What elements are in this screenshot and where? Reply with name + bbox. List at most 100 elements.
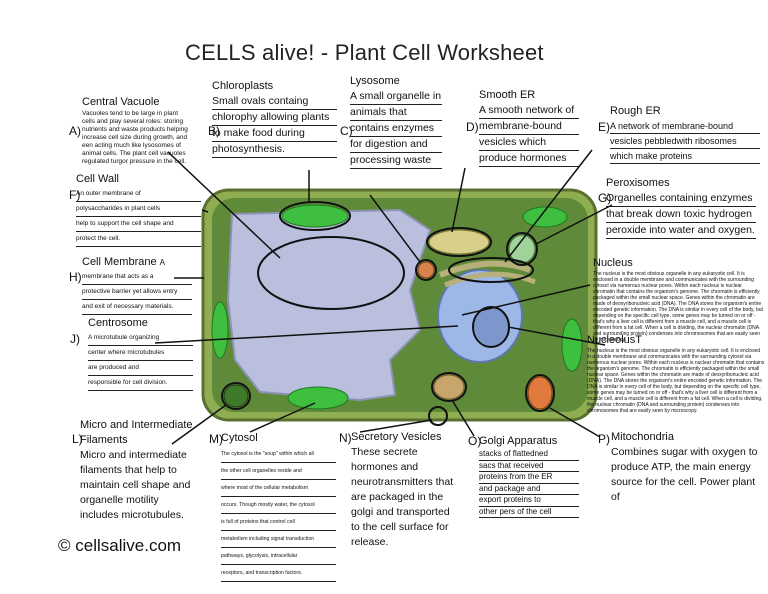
rough-er-line3: which make proteins — [610, 149, 760, 164]
cytosol-line1: The cytosol is the "soup" within which a… — [221, 446, 336, 463]
label-filaments: Micro and Intermediate Filaments Micro a… — [80, 418, 200, 523]
label-letter-h: H) — [69, 270, 82, 284]
centrosome-line2: center where microtubules — [88, 346, 193, 361]
smooth-er-line2: membrane-bound — [479, 119, 579, 135]
cell-wall-line3: help to support the cell shape and — [76, 217, 201, 232]
golgi-line2: sacs that received — [479, 461, 579, 472]
lysosome-line4: for digestion and — [350, 137, 442, 153]
label-cell-wall: Cell Wall An outer membrane of polysacch… — [76, 172, 201, 247]
peroxisomes-line1: Organelles containing enzymes — [606, 191, 756, 207]
filaments-heading-2: Filaments — [80, 434, 128, 446]
label-secretory-vesicles: Secretory Vesicles These secrete hormone… — [351, 430, 456, 550]
smooth-er-line3: vesicles which — [479, 135, 579, 151]
cell-membrane-line1: membrane that acts as a — [82, 270, 192, 285]
peroxisomes-heading: Peroxisomes — [606, 177, 670, 189]
nucleus-text: The nucleus is the most obvious organell… — [593, 271, 763, 343]
secretory-vesicles-line6: to the cell surface for — [351, 521, 449, 533]
secretory-vesicles-line5: golgi and transported — [351, 506, 450, 518]
filaments-heading: Micro and Intermediate — [80, 419, 193, 431]
cytosol-heading: Cytosol — [221, 432, 258, 444]
lysosome-line1: A small organelle in — [350, 89, 442, 105]
filaments-line3: maintain cell shape and — [80, 479, 191, 491]
chloroplasts-heading: Chloroplasts — [212, 80, 274, 92]
label-letter-b: B) — [208, 124, 220, 138]
golgi-line5: export proteins to — [479, 495, 579, 507]
page-title: CELLS alive! - Plant Cell Worksheet — [185, 40, 544, 65]
central-vacuole-text: Vacuoles tend to be large in plant cells… — [82, 110, 188, 165]
cytosol-line2: the other cell organelles reside and — [221, 463, 336, 480]
copyright: © cellsalive.com — [58, 536, 182, 555]
label-mitochondria: Mitochondria Combines sugar with oxygen … — [611, 430, 761, 505]
rough-er-line1: A network of membrane-bound — [610, 119, 760, 134]
lysosome-line5: processing waste — [350, 153, 442, 169]
cell-wall-line4: protect the cell. — [76, 232, 201, 247]
label-smooth-er: Smooth ER A smooth network of membrane-b… — [479, 88, 579, 167]
secretory-vesicles-line3: neurotransmitters that — [351, 476, 454, 488]
secretory-vesicles-line7: release. — [351, 536, 389, 548]
nucleus-heading: Nucleus — [593, 257, 633, 269]
golgi-line6: other pers of the cell — [479, 507, 579, 518]
mitochondria-line1: Combines sugar with oxygen to — [611, 446, 758, 458]
label-letter-m: M) — [209, 432, 223, 446]
cell-membrane-heading-text: Cell Membrane — [82, 256, 157, 268]
label-letter-n: N) — [339, 431, 352, 445]
label-rough-er: Rough ER A network of membrane-bound ves… — [610, 104, 760, 164]
golgi-line4: and package and — [479, 484, 579, 495]
central-vacuole-heading: Central Vacuole — [82, 96, 160, 108]
label-letter-o: O) — [468, 434, 482, 448]
label-golgi-apparatus: Golgi Apparatus stacks of flattedned sac… — [479, 434, 579, 518]
cell-membrane-heading: Cell Membrane A — [82, 255, 192, 270]
centrosome-line1: A microtubule organizing — [88, 331, 193, 346]
chloroplasts-line4: photosynthesis. — [212, 142, 337, 158]
secretory-vesicles-line2: hormones and — [351, 461, 419, 473]
nucleolus-text: The nucleus is the most obvious organell… — [587, 348, 765, 414]
secretory-vesicles-line1: These secrete — [351, 446, 418, 458]
rough-er-heading: Rough ER — [610, 105, 661, 117]
label-letter-c: C) — [340, 124, 353, 138]
lysosome-heading: Lysosome — [350, 75, 400, 87]
cell-membrane-heading-suffix: A — [159, 258, 165, 267]
label-letter-e: E) — [598, 120, 610, 134]
label-peroxisomes: Peroxisomes Organelles containing enzyme… — [606, 176, 756, 239]
peroxisomes-line2: that break down toxic hydrogen — [606, 207, 756, 223]
label-lysosome: Lysosome A small organelle in animals th… — [350, 74, 442, 169]
mitochondria-heading: Mitochondria — [611, 431, 674, 443]
filaments-line4: organelle motility — [80, 494, 159, 506]
cell-membrane-line3: and exit of necessary materials. — [82, 300, 192, 315]
golgi-heading: Golgi Apparatus — [479, 435, 558, 447]
label-letter-p: P) — [598, 432, 610, 446]
label-letter-j: J) — [70, 332, 80, 346]
filaments-line1: Micro and intermediate — [80, 449, 187, 461]
smooth-er-heading: Smooth ER — [479, 89, 536, 101]
cytosol-line6: metabolism including signal transduction — [221, 531, 336, 548]
rough-er-line2: vesicles pebbledwith ribosomes — [610, 134, 760, 149]
cell-wall-line2: polysaccharides in plant cells — [76, 202, 201, 217]
label-centrosome: Centrosome A microtubule organizing cent… — [88, 316, 193, 391]
label-nucleolus: NucleolusT The nucleus is the most obvio… — [587, 333, 765, 414]
mitochondria-line2: produce ATP, the main energy — [611, 461, 751, 473]
label-letter-l: L) — [72, 432, 83, 446]
nucleolus-heading: NucleolusT — [587, 334, 643, 346]
chloroplasts-line1: Small ovals containg — [212, 94, 337, 110]
cytosol-line3: where most of the cellular metabolism — [221, 480, 336, 497]
secretory-vesicles-line4: are packaged in the — [351, 491, 444, 503]
smooth-er-line1: A smooth network of — [479, 103, 579, 119]
cytosol-line7: pathways, glycolysis, intracellular — [221, 548, 336, 565]
cytosol-line4: occurs. Though mostly water, the cytosol — [221, 497, 336, 514]
smooth-er-line4: produce hormones — [479, 151, 579, 167]
label-cytosol: Cytosol The cytosol is the "soup" within… — [221, 431, 336, 582]
label-letter-g: G) — [598, 191, 612, 205]
label-cell-membrane: Cell Membrane A membrane that acts as a … — [82, 255, 192, 315]
filaments-line5: includes microtubules. — [80, 509, 184, 521]
label-central-vacuole: Central Vacuole Vacuoles tend to be larg… — [82, 95, 192, 166]
lysosome-line2: animals that — [350, 105, 442, 121]
golgi-line1: stacks of flattedned — [479, 449, 579, 461]
mitochondria-line3: source for the cell. Power plant — [611, 476, 756, 488]
cell-wall-line1: An outer membrane of — [76, 187, 201, 202]
lysosome-line3: contains enzymes — [350, 121, 442, 137]
cytosol-line8: receptors, and transcription factors. — [221, 565, 336, 582]
chloroplasts-line3: to make food during — [212, 126, 337, 142]
label-letter-a: A) — [69, 124, 81, 138]
golgi-line3: proteins from the ER — [479, 472, 579, 484]
